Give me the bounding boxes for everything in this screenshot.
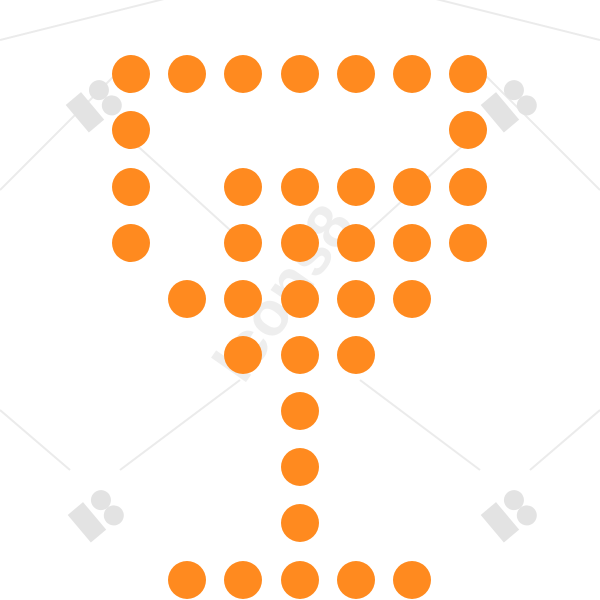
goblet-dot: [393, 224, 431, 262]
watermark-logo-bottom-right: [480, 490, 537, 543]
goblet-dot: [168, 280, 206, 318]
goblet-dot: [337, 168, 375, 206]
goblet-dot: [281, 168, 319, 206]
goblet-dot: [337, 561, 375, 599]
goblet-dot: [449, 168, 487, 206]
goblet-dot: [281, 392, 319, 430]
goblet-dot: [337, 55, 375, 93]
goblet-dot: [281, 55, 319, 93]
goblet-dot: [112, 168, 150, 206]
goblet-dot: [393, 168, 431, 206]
watermark-logo-top-left: [65, 80, 122, 133]
goblet-dot: [337, 224, 375, 262]
goblet-dot: [281, 280, 319, 318]
goblet-dot: [224, 561, 262, 599]
goblet-dot: [449, 111, 487, 149]
watermark-logo-marks: [65, 80, 537, 543]
goblet-dot: [281, 504, 319, 542]
goblet-dot: [337, 336, 375, 374]
goblet-dot: [393, 55, 431, 93]
goblet-dot: [281, 224, 319, 262]
goblet-dot: [281, 561, 319, 599]
watermark-logo-bottom-left: [67, 490, 124, 543]
goblet-dot: [449, 55, 487, 93]
goblet-dot: [112, 111, 150, 149]
goblet-dot: [449, 224, 487, 262]
goblet-dot: [281, 448, 319, 486]
goblet-dot: [224, 336, 262, 374]
goblet-dot: [168, 561, 206, 599]
goblet-dot: [224, 55, 262, 93]
goblet-dot: [393, 561, 431, 599]
watermark-logo-top-right: [480, 80, 537, 133]
goblet-dot: [112, 55, 150, 93]
goblet-dot: [224, 168, 262, 206]
goblet-dot: [337, 280, 375, 318]
goblet-dot: [112, 224, 150, 262]
goblet-dot: [281, 336, 319, 374]
goblet-dot: [224, 224, 262, 262]
goblet-dot: [224, 280, 262, 318]
goblet-dot: [393, 280, 431, 318]
goblet-dot: [168, 55, 206, 93]
